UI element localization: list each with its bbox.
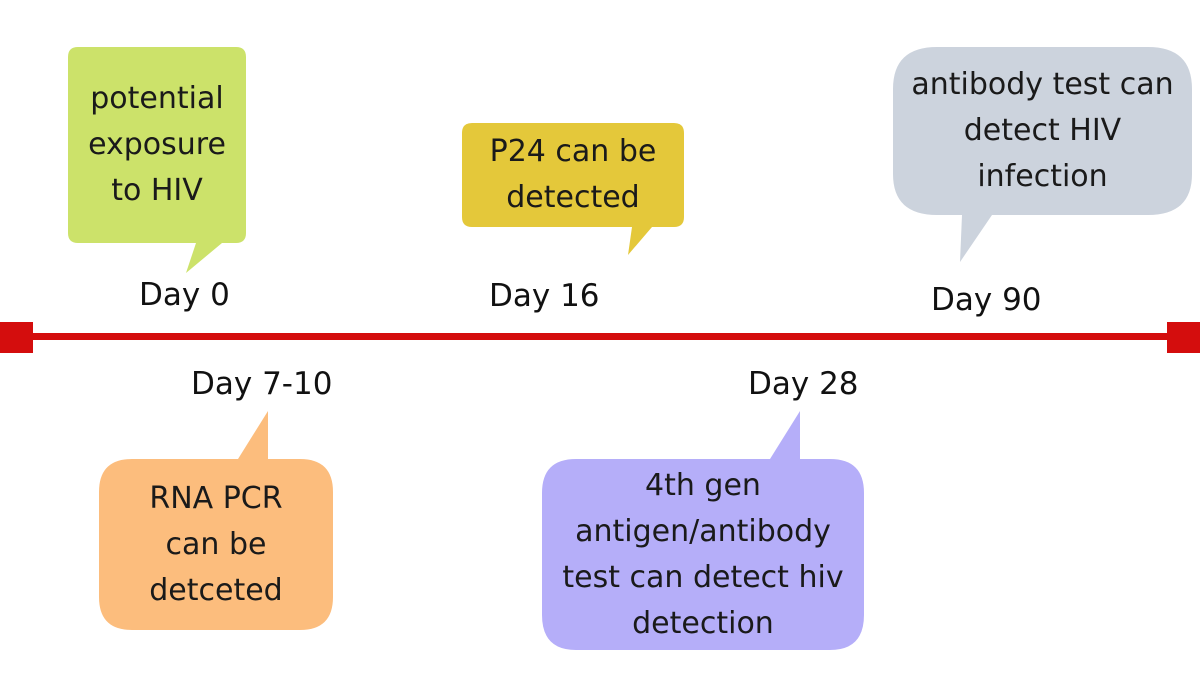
timeline-right-cap — [1167, 322, 1200, 353]
callout-bubble-day-0 — [68, 47, 246, 273]
event-description-day-7-10: RNA PCR can be detceted — [149, 480, 283, 608]
day-label-0: Day 0 — [139, 277, 230, 313]
callout-bubble-day-7-10 — [99, 411, 333, 630]
callout-bubble-day-28 — [542, 411, 864, 650]
event-description-day-16: P24 can be detected — [489, 134, 657, 215]
event-description-day-90: antibody test can detect HIV infection — [911, 67, 1174, 194]
callout-bubble-day-90 — [893, 47, 1192, 262]
day-label-28: Day 28 — [748, 366, 859, 402]
callout-bubble-day-16 — [462, 123, 684, 255]
timeline-left-cap — [0, 322, 33, 353]
day-label-90: Day 90 — [931, 282, 1042, 318]
day-label-16: Day 16 — [489, 278, 600, 314]
event-description-day-28: 4th gen antigen/antibody test can detect… — [562, 467, 844, 641]
event-description-day-0: potential exposure to HIV — [88, 81, 226, 208]
timeline-line — [0, 333, 1200, 340]
day-label-7-10: Day 7-10 — [191, 366, 333, 402]
